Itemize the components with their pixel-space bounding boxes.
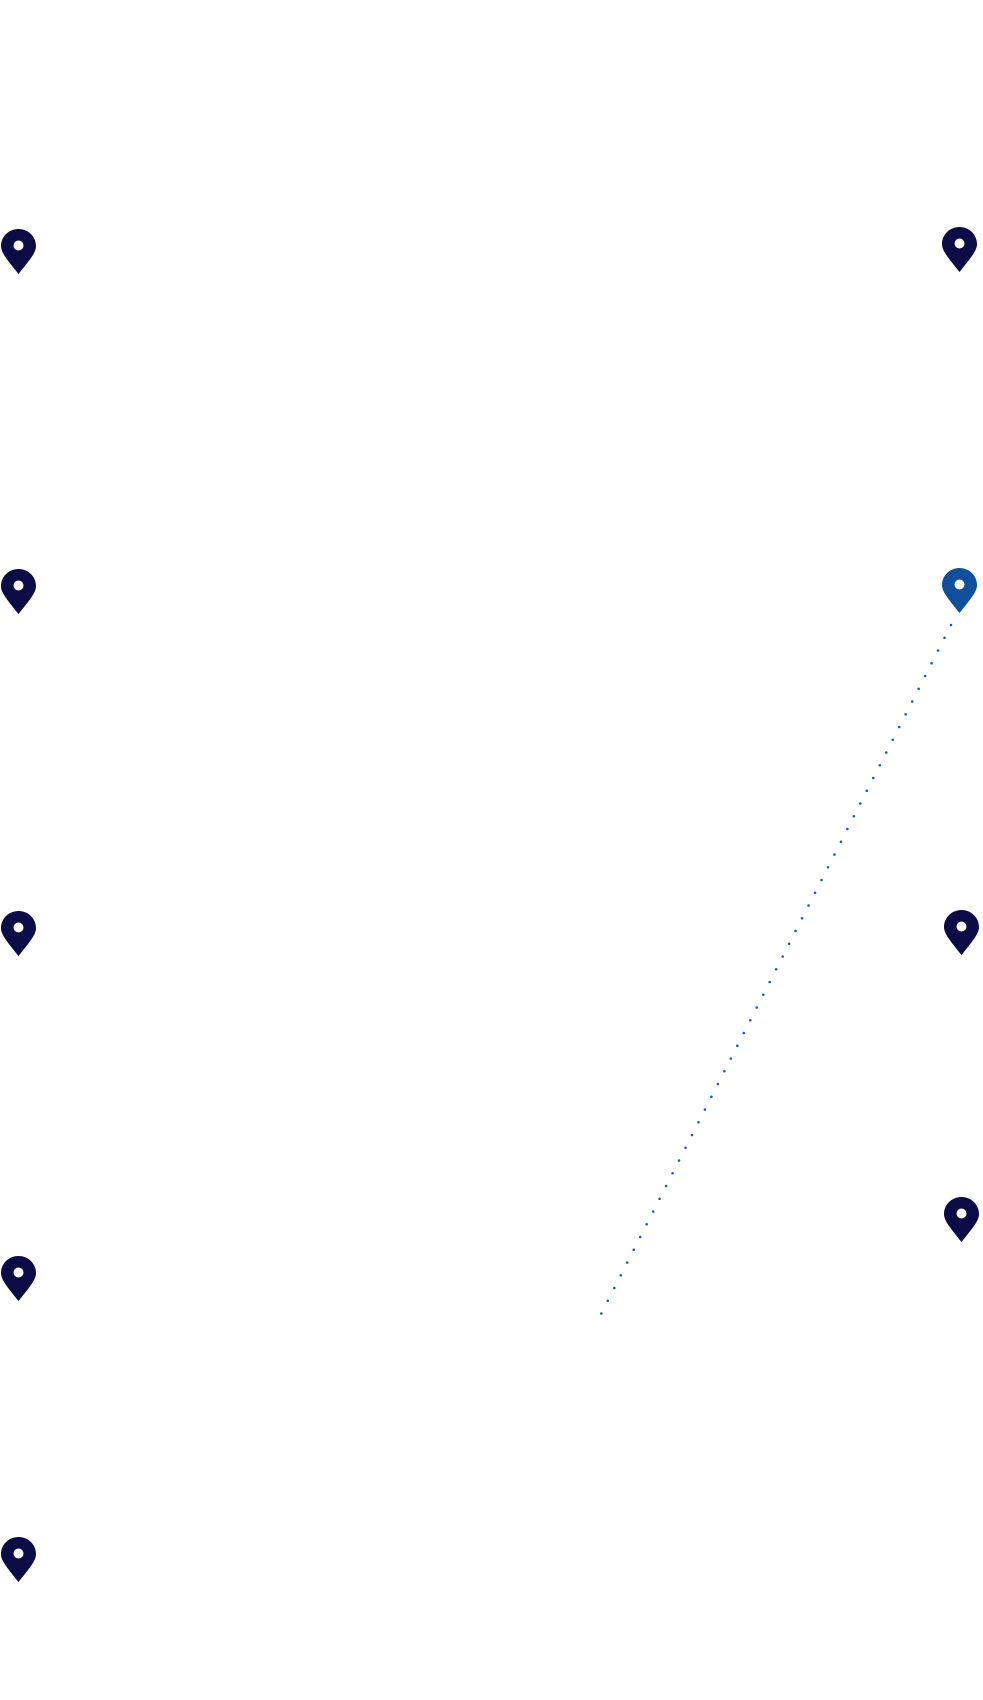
map-pin-icon — [1, 1537, 36, 1582]
map-pin-icon — [944, 1197, 979, 1242]
map-pin-left-4[interactable] — [0, 1255, 37, 1302]
map-pin-right-4[interactable] — [943, 1196, 980, 1243]
map-pin-left-2[interactable] — [0, 568, 37, 615]
map-pin-right-1[interactable] — [941, 226, 978, 273]
map-pin-right-3[interactable] — [943, 909, 980, 956]
map-pin-left-3[interactable] — [0, 910, 37, 957]
map-pin-left-5[interactable] — [0, 1536, 37, 1583]
map-pin-icon — [1, 1256, 36, 1301]
map-pin-right-2-active[interactable] — [941, 567, 978, 614]
map-pin-icon — [1, 569, 36, 614]
map-pin-icon — [1, 229, 36, 274]
map-pin-icon — [1, 911, 36, 956]
map-pin-icon — [942, 568, 977, 613]
map-pin-icon — [942, 227, 977, 272]
map-pin-icon — [944, 910, 979, 955]
map-pin-left-1[interactable] — [0, 228, 37, 275]
